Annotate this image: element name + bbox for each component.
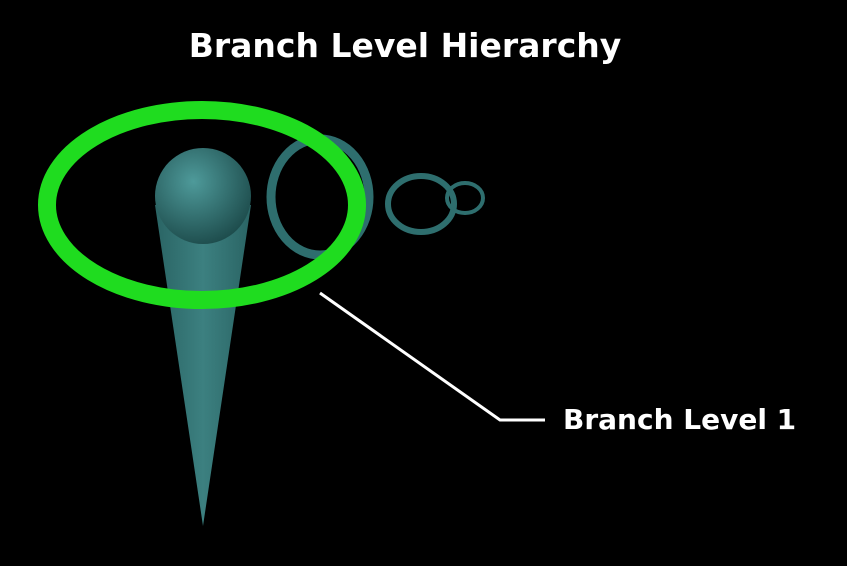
trunk-sphere xyxy=(155,148,251,244)
callout-label: Branch Level 1 xyxy=(563,403,796,436)
callout-leader-line xyxy=(319,291,545,422)
branch-ring-level-4 xyxy=(445,181,485,215)
branch-ring-level-3 xyxy=(385,173,457,235)
diagram-title: Branch Level Hierarchy xyxy=(189,26,622,65)
branch-ring-level-1 xyxy=(38,101,366,309)
trunk-cone xyxy=(155,205,251,526)
